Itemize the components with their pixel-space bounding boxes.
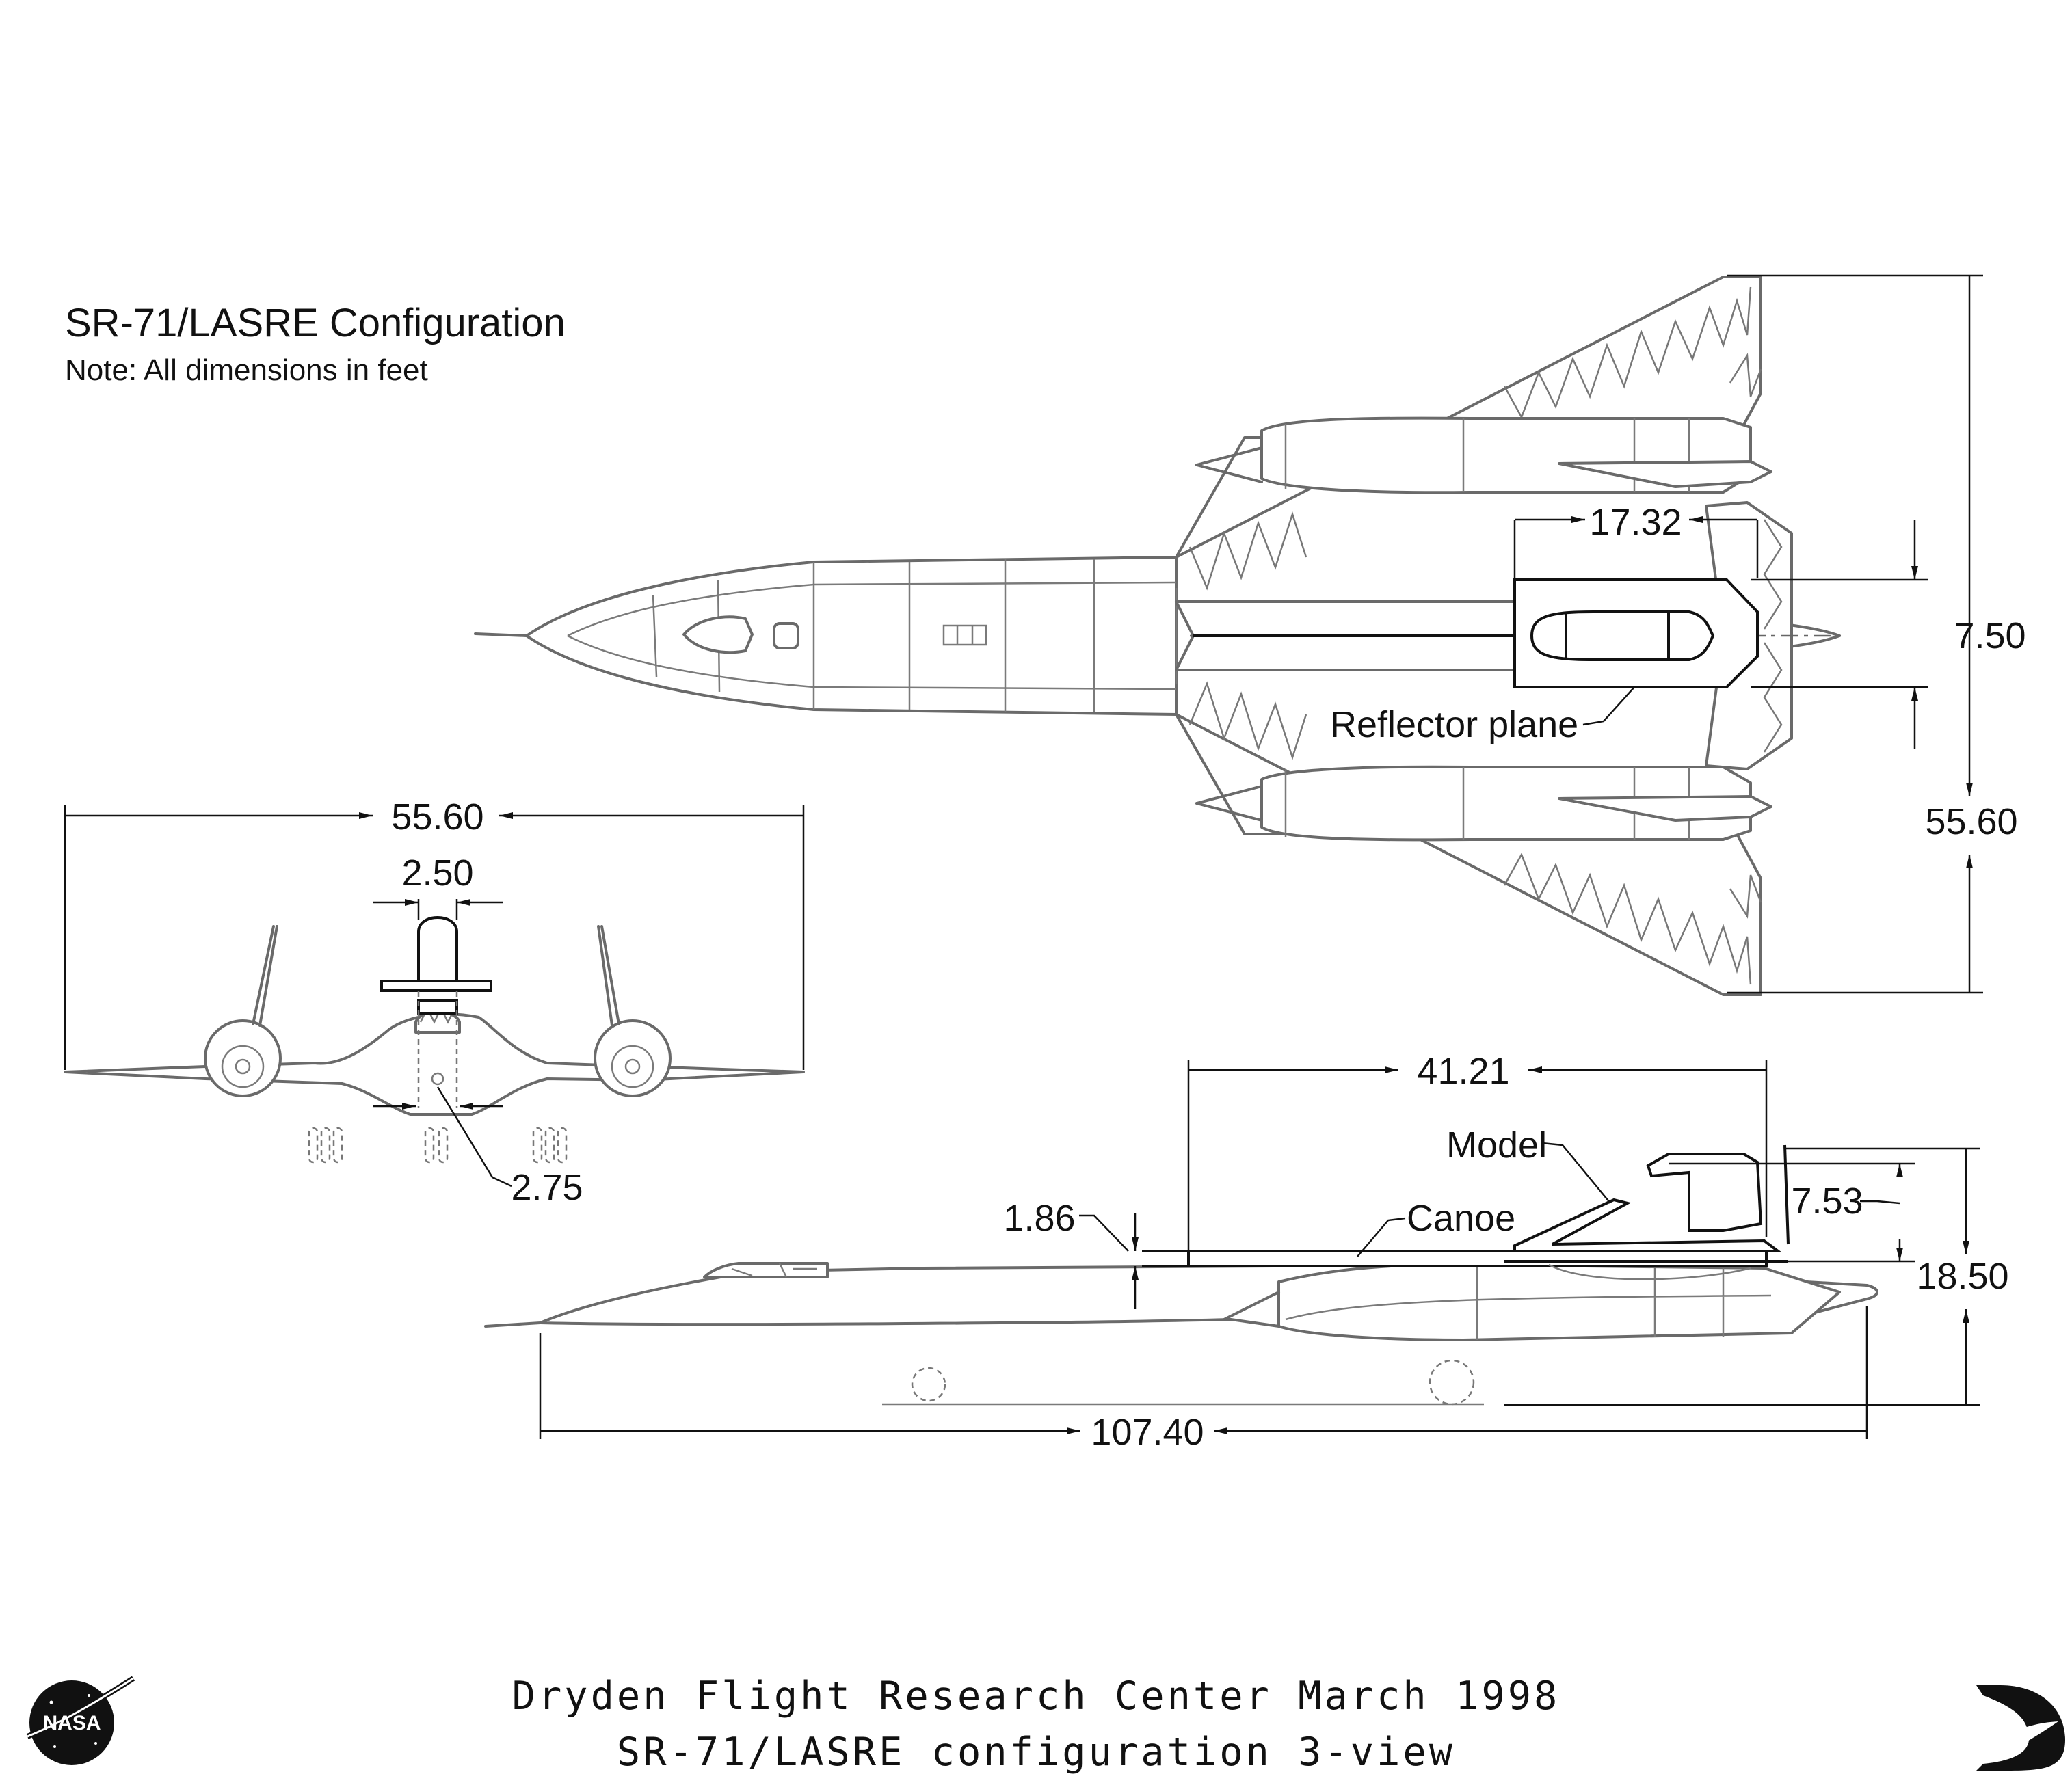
top-view xyxy=(474,276,1846,996)
diagram-title: SR-71/LASRE Configuration xyxy=(65,301,566,345)
nacelle-lower xyxy=(1260,765,1752,842)
label-canoe: Canoe xyxy=(1407,1198,1515,1239)
canoe-side xyxy=(1187,1250,1768,1267)
canopy-side xyxy=(703,1262,829,1278)
wing-lower xyxy=(1175,713,1762,996)
model-front xyxy=(417,916,458,982)
model-side xyxy=(1513,1198,1782,1252)
label-model: Model xyxy=(1446,1125,1547,1166)
dim-7-53: 7.53 xyxy=(1791,1181,1863,1222)
fuselage-top xyxy=(525,556,1178,716)
dim-18-50: 18.50 xyxy=(1916,1256,2008,1297)
reflector-plane-front xyxy=(380,980,492,992)
dryden-logo-icon xyxy=(1976,1685,2065,1771)
dim-2-75: 2.75 xyxy=(511,1167,583,1208)
dim-41-21: 41.21 xyxy=(1417,1051,1509,1092)
engine-left-front xyxy=(204,1019,282,1097)
dim-7-50: 7.50 xyxy=(1954,615,2025,656)
dimension-lines xyxy=(64,274,1983,1439)
cockpit-top xyxy=(682,615,754,654)
footer-line-2: SR-71/LASRE configuration 3-view xyxy=(617,1730,1455,1775)
footer-line-1: Dryden Flight Research Center March 1998 xyxy=(512,1674,1560,1719)
model-top xyxy=(1530,610,1715,661)
nasa-meatball-icon: NASA xyxy=(26,1676,135,1765)
wing-front xyxy=(64,1012,805,1116)
side-view xyxy=(484,1144,1878,1406)
diagram-note: Note: All dimensions in feet xyxy=(65,353,428,387)
dim-55-60-front: 55.60 xyxy=(391,796,483,837)
dim-17-32: 17.32 xyxy=(1589,502,1682,543)
front-view xyxy=(64,916,805,1164)
dim-2-50: 2.50 xyxy=(401,853,473,894)
label-reflector-plane: Reflector plane xyxy=(1330,704,1578,745)
svg-text:NASA: NASA xyxy=(42,1712,101,1734)
engine-right-front xyxy=(594,1019,672,1097)
dim-55-60-top: 55.60 xyxy=(1925,801,2017,842)
dim-107-40: 107.40 xyxy=(1091,1412,1204,1453)
nacelle-side xyxy=(1277,1263,1841,1341)
dim-1-86: 1.86 xyxy=(1003,1198,1075,1239)
